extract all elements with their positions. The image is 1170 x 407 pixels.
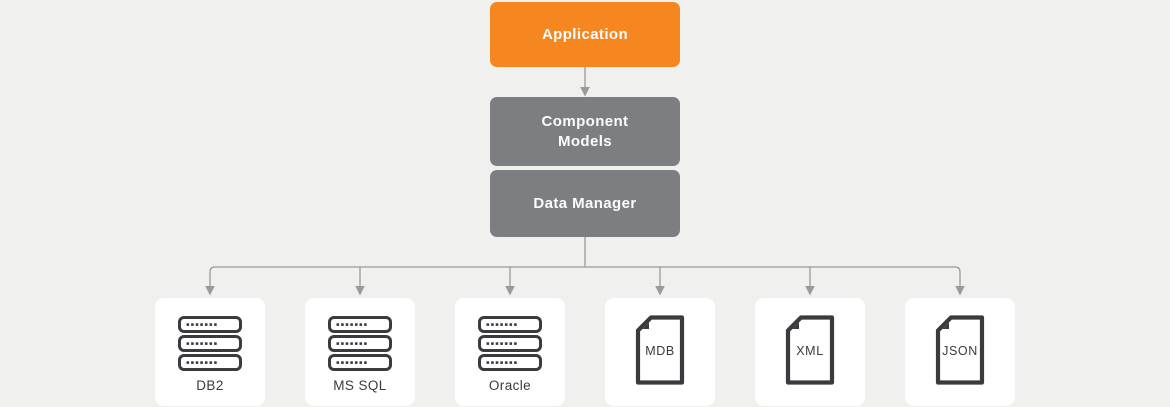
file-type-label: XML	[796, 344, 824, 359]
node-application-label: Application	[541, 25, 629, 43]
database-server-icon	[178, 316, 242, 371]
connector-horizontal-bus	[209, 266, 961, 287]
arrowhead-icon	[805, 286, 815, 296]
arrowhead-icon	[580, 87, 590, 97]
data-source-label: MS SQL	[333, 378, 387, 393]
file-document-icon: XML	[785, 315, 835, 385]
arrowhead-icon	[205, 286, 215, 296]
database-server-icon	[478, 316, 542, 371]
node-data-manager-label: Data Manager	[533, 194, 637, 212]
file-type-label: JSON	[942, 344, 978, 359]
node-application: Application	[490, 2, 680, 67]
data-source-card-xml: XML	[755, 298, 865, 406]
arrowhead-icon	[955, 286, 965, 296]
data-source-card-db2: DB2	[155, 298, 265, 406]
file-document-icon: MDB	[635, 315, 685, 385]
file-type-label: MDB	[645, 344, 675, 359]
database-server-icon	[328, 316, 392, 371]
node-data-manager: Data Manager	[490, 170, 680, 237]
data-source-card-mdb: MDB	[605, 298, 715, 406]
arrowhead-icon	[505, 286, 515, 296]
file-document-icon: JSON	[935, 315, 985, 385]
data-source-card-oracle: Oracle	[455, 298, 565, 406]
data-source-card-mssql: MS SQL	[305, 298, 415, 406]
arrowhead-icon	[355, 286, 365, 296]
arrowhead-icon	[655, 286, 665, 296]
data-source-label: Oracle	[488, 378, 532, 393]
data-source-label: DB2	[196, 378, 224, 393]
data-source-card-json: JSON	[905, 298, 1015, 406]
node-component-models: Component Models	[490, 97, 680, 166]
node-component-models-label: Component Models	[541, 112, 629, 150]
